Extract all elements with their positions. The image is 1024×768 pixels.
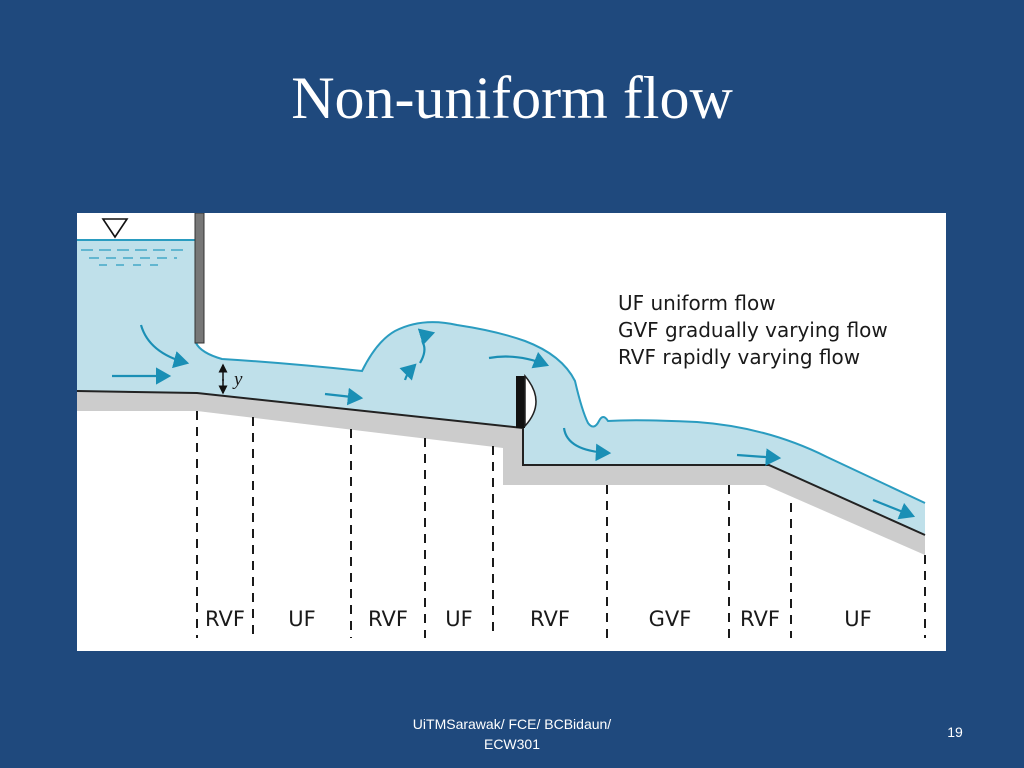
slide-number: 19	[947, 724, 963, 740]
region-label: UF	[288, 607, 315, 631]
footer-text: UiTMSarawak/ FCE/ BCBidaun/ ECW301	[362, 714, 662, 754]
water-body	[77, 240, 925, 535]
reservoir-ripples	[81, 249, 189, 266]
footer-line: UiTMSarawak/ FCE/ BCBidaun/	[412, 716, 612, 732]
region-label: RVF	[530, 607, 570, 631]
legend-item-rvf: RVF rapidly varying flow	[618, 345, 860, 369]
channel-bed-line	[77, 390, 926, 536]
region-label: RVF	[740, 607, 780, 631]
legend-item-uf: UF uniform flow	[618, 291, 776, 315]
footer-line: ECW301	[483, 736, 541, 752]
weir-block	[516, 373, 537, 428]
region-label: GVF	[649, 607, 692, 631]
channel-bed	[77, 391, 925, 555]
region-label: UF	[844, 607, 871, 631]
free-surface-symbol	[101, 218, 129, 239]
region-label: RVF	[205, 607, 245, 631]
flow-diagram: y UF uniform flow GVF gradually varying …	[77, 213, 946, 651]
section-dividers	[196, 411, 926, 638]
water-surface-line	[77, 239, 926, 504]
legend-item-gvf: GVF gradually varying flow	[618, 318, 888, 342]
region-label: RVF	[368, 607, 408, 631]
sluice-gate	[194, 213, 205, 344]
slide-title: Non-uniform flow	[291, 65, 733, 131]
depth-label: y	[232, 369, 243, 390]
flow-arrows	[112, 324, 916, 520]
region-label: UF	[445, 607, 472, 631]
